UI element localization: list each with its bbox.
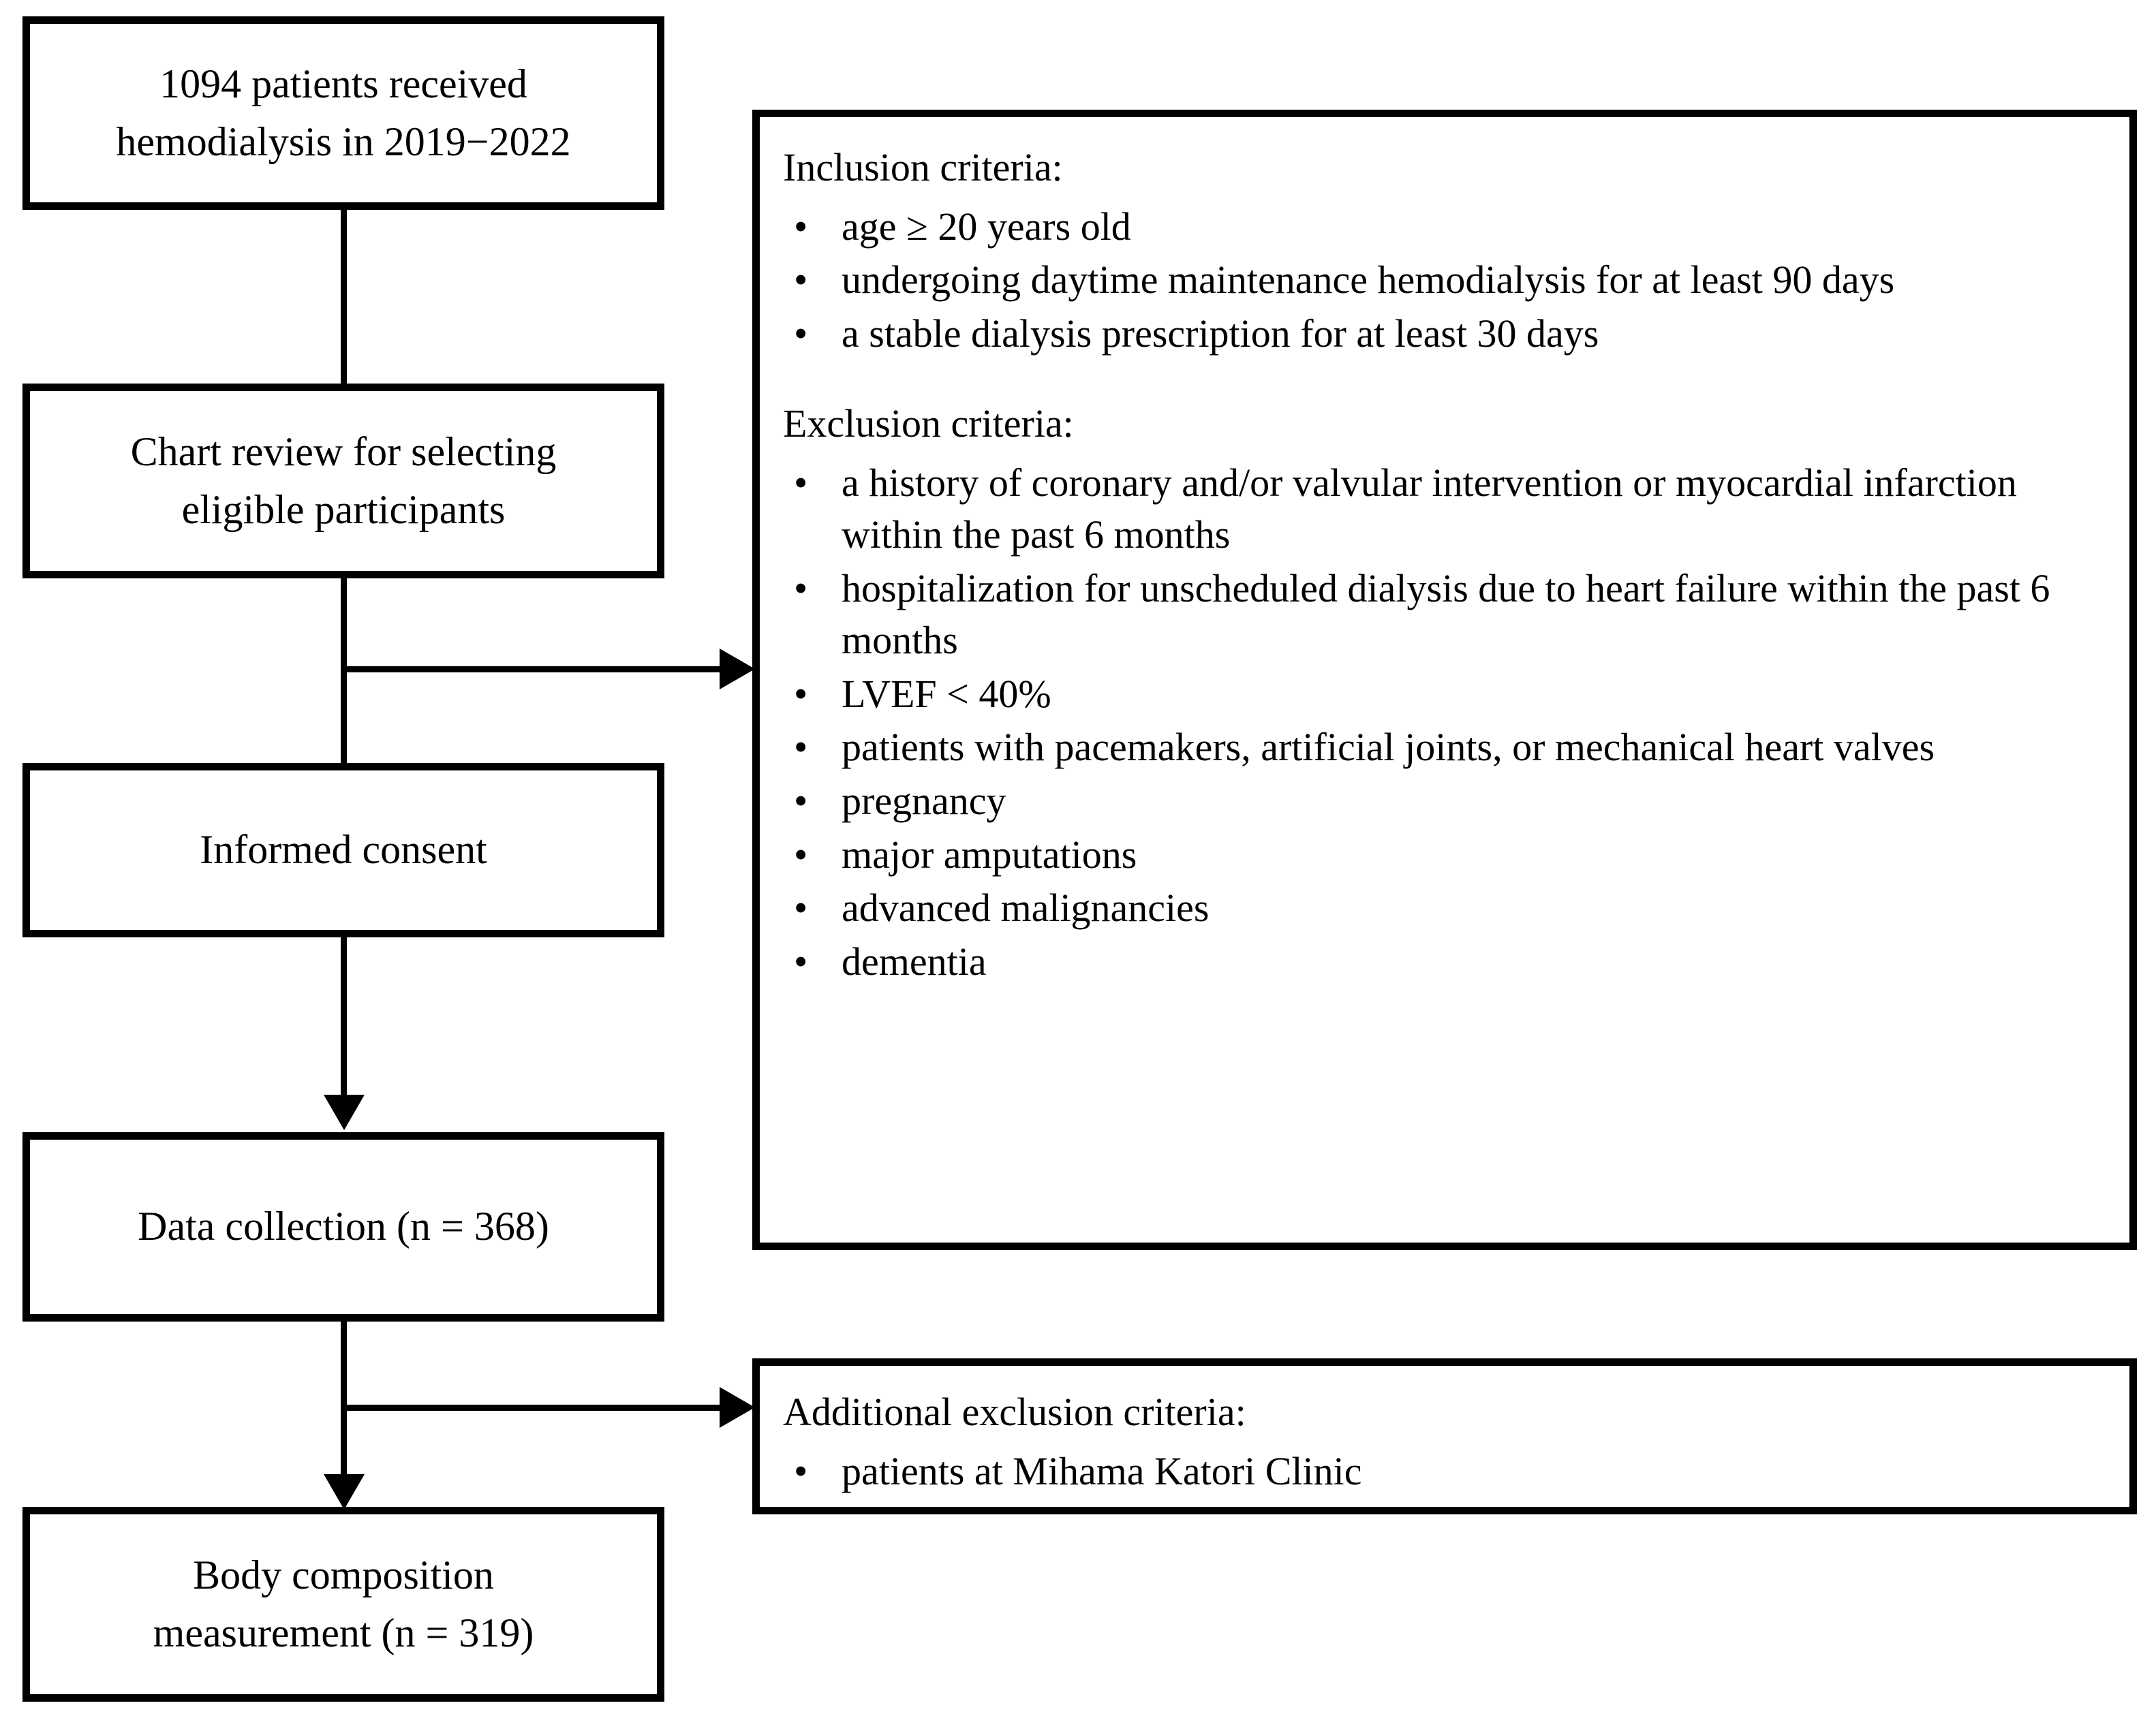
arrowhead-to-criteria-panel	[720, 649, 755, 689]
inclusion-criteria-item: • age ≥ 20 years old	[783, 201, 2106, 253]
exclusion-criteria-item-text: pregnancy	[842, 779, 1006, 824]
exclusion-criteria-item: • patients with pacemakers, artificial j…	[783, 721, 2106, 774]
bullet-icon: •	[794, 671, 808, 716]
flow-box-body-composition: Body composition measurement (n = 319)	[22, 1507, 664, 1702]
flow-box-informed-consent: Informed consent	[22, 763, 664, 937]
exclusion-criteria-item-text: a history of coronary and/or valvular in…	[842, 460, 2017, 557]
inclusion-criteria-list: • age ≥ 20 years old • undergoing daytim…	[783, 201, 2106, 360]
exclusion-criteria-item-text: advanced malignancies	[842, 886, 1210, 931]
flow-box-chart-review: Chart review for selecting eligible part…	[22, 384, 664, 578]
bullet-icon: •	[794, 204, 808, 249]
flow-box-body-composition-label: Body composition measurement (n = 319)	[153, 1552, 534, 1655]
bullet-icon: •	[794, 565, 808, 610]
inclusion-criteria-item-text: age ≥ 20 years old	[842, 204, 1131, 249]
exclusion-criteria-item-text: dementia	[842, 939, 987, 984]
exclusion-criteria-item-text: major amputations	[842, 832, 1137, 877]
exclusion-criteria-item-text: hospitalization for unscheduled dialysis…	[842, 565, 2050, 663]
criteria-panel: Inclusion criteria: • age ≥ 20 years old…	[752, 110, 2137, 1250]
inclusion-criteria-item-text: undergoing daytime maintenance hemodialy…	[842, 258, 1895, 302]
flow-box-source-population-label: 1094 patients received hemodialysis in 2…	[116, 61, 571, 164]
connector-data-collection-to-body-composition	[341, 1322, 347, 1478]
exclusion-criteria-item: • a history of coronary and/or valvular …	[783, 457, 2106, 561]
inclusion-criteria-heading: Inclusion criteria:	[783, 145, 1063, 189]
exclusion-criteria-item: • LVEF < 40%	[783, 668, 2106, 721]
bullet-icon: •	[794, 886, 808, 931]
exclusion-criteria-heading: Exclusion criteria:	[783, 401, 1074, 446]
flow-box-informed-consent-label: Informed consent	[200, 827, 487, 873]
connector-branch-to-additional-panel	[341, 1405, 743, 1411]
arrowhead-to-additional-panel	[720, 1387, 755, 1428]
inclusion-criteria-item: • a stable dialysis prescription for at …	[783, 308, 2106, 360]
inclusion-criteria-item: • undergoing daytime maintenance hemodia…	[783, 254, 2106, 307]
flow-box-data-collection-label: Data collection (n = 368)	[138, 1204, 549, 1249]
bullet-icon: •	[794, 779, 808, 824]
flow-box-chart-review-label: Chart review for selecting eligible part…	[130, 428, 557, 532]
bullet-icon: •	[794, 832, 808, 877]
arrowhead-to-data-collection	[324, 1095, 365, 1130]
bullet-icon: •	[794, 939, 808, 984]
criteria-section-divider	[783, 361, 2106, 398]
exclusion-criteria-item-text: patients with pacemakers, artificial joi…	[842, 725, 1935, 770]
connector-consent-to-data-collection	[341, 937, 347, 1097]
bullet-icon: •	[794, 258, 808, 302]
flow-box-data-collection: Data collection (n = 368)	[22, 1132, 664, 1322]
connector-source-to-chart-review	[341, 210, 347, 384]
exclusion-criteria-item-text: LVEF < 40%	[842, 671, 1051, 716]
exclusion-criteria-item: • pregnancy	[783, 775, 2106, 828]
exclusion-criteria-item: • hospitalization for unscheduled dialys…	[783, 563, 2106, 667]
additional-exclusion-panel: Additional exclusion criteria: • patient…	[752, 1358, 2137, 1514]
flow-box-source-population: 1094 patients received hemodialysis in 2…	[22, 16, 664, 210]
arrowhead-to-body-composition	[324, 1474, 365, 1510]
additional-exclusion-item-text: patients at Mihama Katori Clinic	[842, 1448, 1362, 1493]
exclusion-criteria-item: • dementia	[783, 936, 2106, 988]
bullet-icon: •	[794, 1448, 808, 1493]
connector-branch-to-criteria-panel	[341, 666, 743, 672]
additional-exclusion-item: • patients at Mihama Katori Clinic	[783, 1446, 2106, 1498]
exclusion-criteria-item: • major amputations	[783, 829, 2106, 882]
exclusion-criteria-list: • a history of coronary and/or valvular …	[783, 457, 2106, 988]
bullet-icon: •	[794, 460, 808, 505]
bullet-icon: •	[794, 311, 808, 356]
bullet-icon: •	[794, 725, 808, 770]
inclusion-criteria-item-text: a stable dialysis prescription for at le…	[842, 311, 1599, 356]
exclusion-criteria-item: • advanced malignancies	[783, 882, 2106, 935]
additional-exclusion-heading: Additional exclusion criteria:	[783, 1390, 1246, 1434]
additional-exclusion-list: • patients at Mihama Katori Clinic	[783, 1446, 2106, 1498]
